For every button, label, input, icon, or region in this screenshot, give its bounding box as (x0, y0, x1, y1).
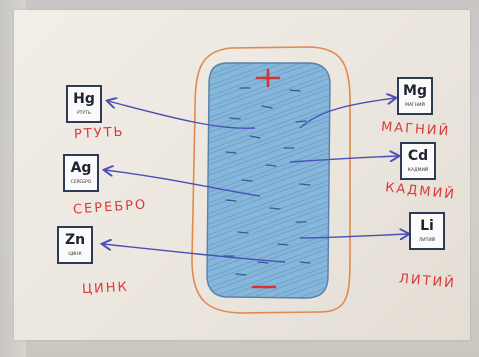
arrow-to-cd (289, 156, 398, 163)
element-box-li: Li ЛИТИЙ (409, 212, 445, 250)
element-box-zn: Zn ЦИНК (57, 226, 93, 264)
element-caption: ЦИНК (68, 252, 82, 257)
element-caption: КАДМИЙ (407, 168, 429, 173)
element-caption: СЕРЕБРО (70, 180, 92, 185)
element-box-cd: Cd КАДМИЙ (400, 142, 436, 180)
arrow-to-hg (108, 101, 256, 129)
element-symbol: Li (420, 218, 434, 234)
cell-dashes (223, 87, 311, 276)
element-symbol: Hg (73, 91, 95, 107)
element-box-ag: Ag СЕРЕБРО (63, 154, 99, 192)
element-symbol: Ag (70, 160, 92, 176)
plus-sign-icon (255, 68, 281, 88)
arrow-to-mg (299, 98, 395, 129)
arrow-to-li (299, 234, 408, 238)
element-symbol: Cd (407, 148, 429, 164)
element-symbol: Mg (403, 83, 427, 99)
arrow-to-zn (103, 244, 286, 263)
element-caption: ЛИТИЙ (418, 238, 436, 243)
element-box-mg: Mg МАГНИЙ (397, 77, 433, 115)
label-zn: ЦИНК (81, 279, 130, 298)
element-caption: РТУТЬ (76, 111, 92, 116)
arrows (103, 98, 408, 263)
element-symbol: Zn (64, 232, 86, 248)
element-box-hg: Hg РТУТЬ (66, 85, 102, 123)
arrow-to-ag (105, 170, 261, 197)
outer-orange-outline (191, 46, 351, 314)
label-hg: РТУТЬ (73, 124, 125, 143)
element-caption: МАГНИЙ (405, 103, 425, 108)
